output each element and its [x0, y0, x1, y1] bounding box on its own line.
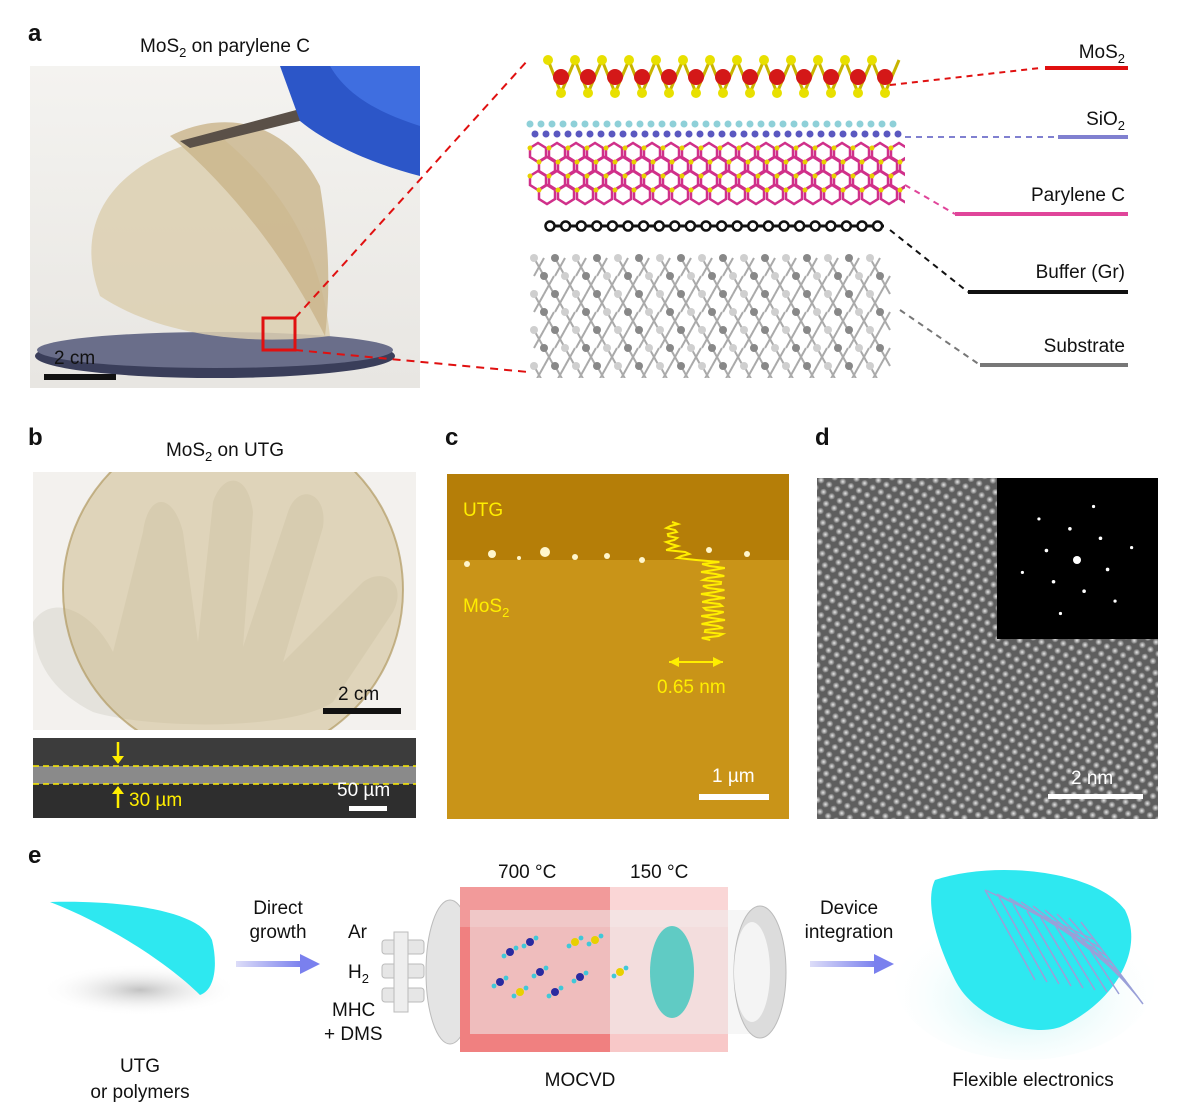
arrow2-text-1: Device — [819, 898, 879, 919]
panel-label-a: a — [28, 20, 42, 47]
panel-label-b: b — [28, 424, 43, 451]
arrow-right-icon-2 — [810, 954, 894, 974]
afm-label-mos2: MoS2 — [463, 596, 510, 620]
afm-scalebar-label: 1 µm — [712, 766, 755, 787]
arrow1-text-1: Direct — [253, 898, 303, 919]
panel-a-title: MoS2 on parylene C — [140, 36, 310, 60]
arrow2-text-2: integration — [804, 922, 894, 943]
sem-scalebar-label: 50 µm — [337, 780, 391, 801]
layer-legend-lines — [889, 66, 1128, 367]
sem-thickness-label: 30 µm — [129, 790, 183, 811]
flexible-electronics-sheet — [895, 870, 1155, 1060]
panel-b-scalebar-label: 2 cm — [338, 684, 380, 705]
temp-hot: 700 °C — [498, 862, 557, 883]
panel-a-scalebar-label: 2 cm — [54, 348, 96, 369]
parylene-photo: 2 cm — [30, 66, 420, 388]
gas-dms: + DMS — [324, 1024, 383, 1045]
zoom-lines — [294, 59, 529, 373]
tem-image: 2 nm — [817, 478, 1158, 819]
legend-mos2: MoS2 — [1078, 42, 1125, 66]
panel-b-title: MoS2 on UTG — [165, 440, 285, 464]
substrate-layer — [530, 254, 891, 378]
parylene-layer — [527, 141, 905, 206]
substrate-label-1: UTG — [119, 1056, 161, 1077]
mocvd-label: MOCVD — [544, 1070, 616, 1091]
panel-label-c: c — [445, 424, 459, 451]
utg-photo: 2 cm — [33, 472, 416, 730]
arrow1-text-2: growth — [249, 922, 307, 943]
sem-cross-section: 30 µm 50 µm — [33, 738, 416, 818]
result-label: Flexible electronics — [952, 1070, 1114, 1091]
panel-label-e: e — [28, 842, 42, 869]
temp-cold: 150 °C — [630, 862, 689, 883]
substrate-label-2: or polymers — [90, 1082, 190, 1103]
afm-image: UTG MoS2 0.65 nm 1 µm — [447, 474, 789, 819]
substrate-sheet — [40, 901, 230, 1016]
mos2-layer — [543, 55, 901, 98]
legend-parylene: Parylene C — [1031, 185, 1125, 206]
arrow-right-icon — [236, 954, 320, 974]
buffer-layer — [544, 220, 884, 232]
sio2-layer — [526, 120, 902, 138]
legend-buffer: Buffer (Gr) — [1035, 262, 1125, 283]
gas-h2: H2 — [348, 962, 369, 986]
legend-substrate: Substrate — [1043, 336, 1125, 357]
gas-ar: Ar — [348, 922, 367, 943]
panel-label-d: d — [815, 424, 830, 451]
layer-structure — [520, 48, 905, 378]
afm-step-height: 0.65 nm — [657, 677, 726, 698]
gas-mhc: MHC — [332, 1000, 376, 1021]
legend-sio2: SiO2 — [1086, 109, 1125, 133]
tem-scalebar-label: 2 nm — [1071, 768, 1114, 789]
afm-label-utg: UTG — [463, 500, 504, 521]
mocvd-furnace — [381, 887, 787, 1052]
